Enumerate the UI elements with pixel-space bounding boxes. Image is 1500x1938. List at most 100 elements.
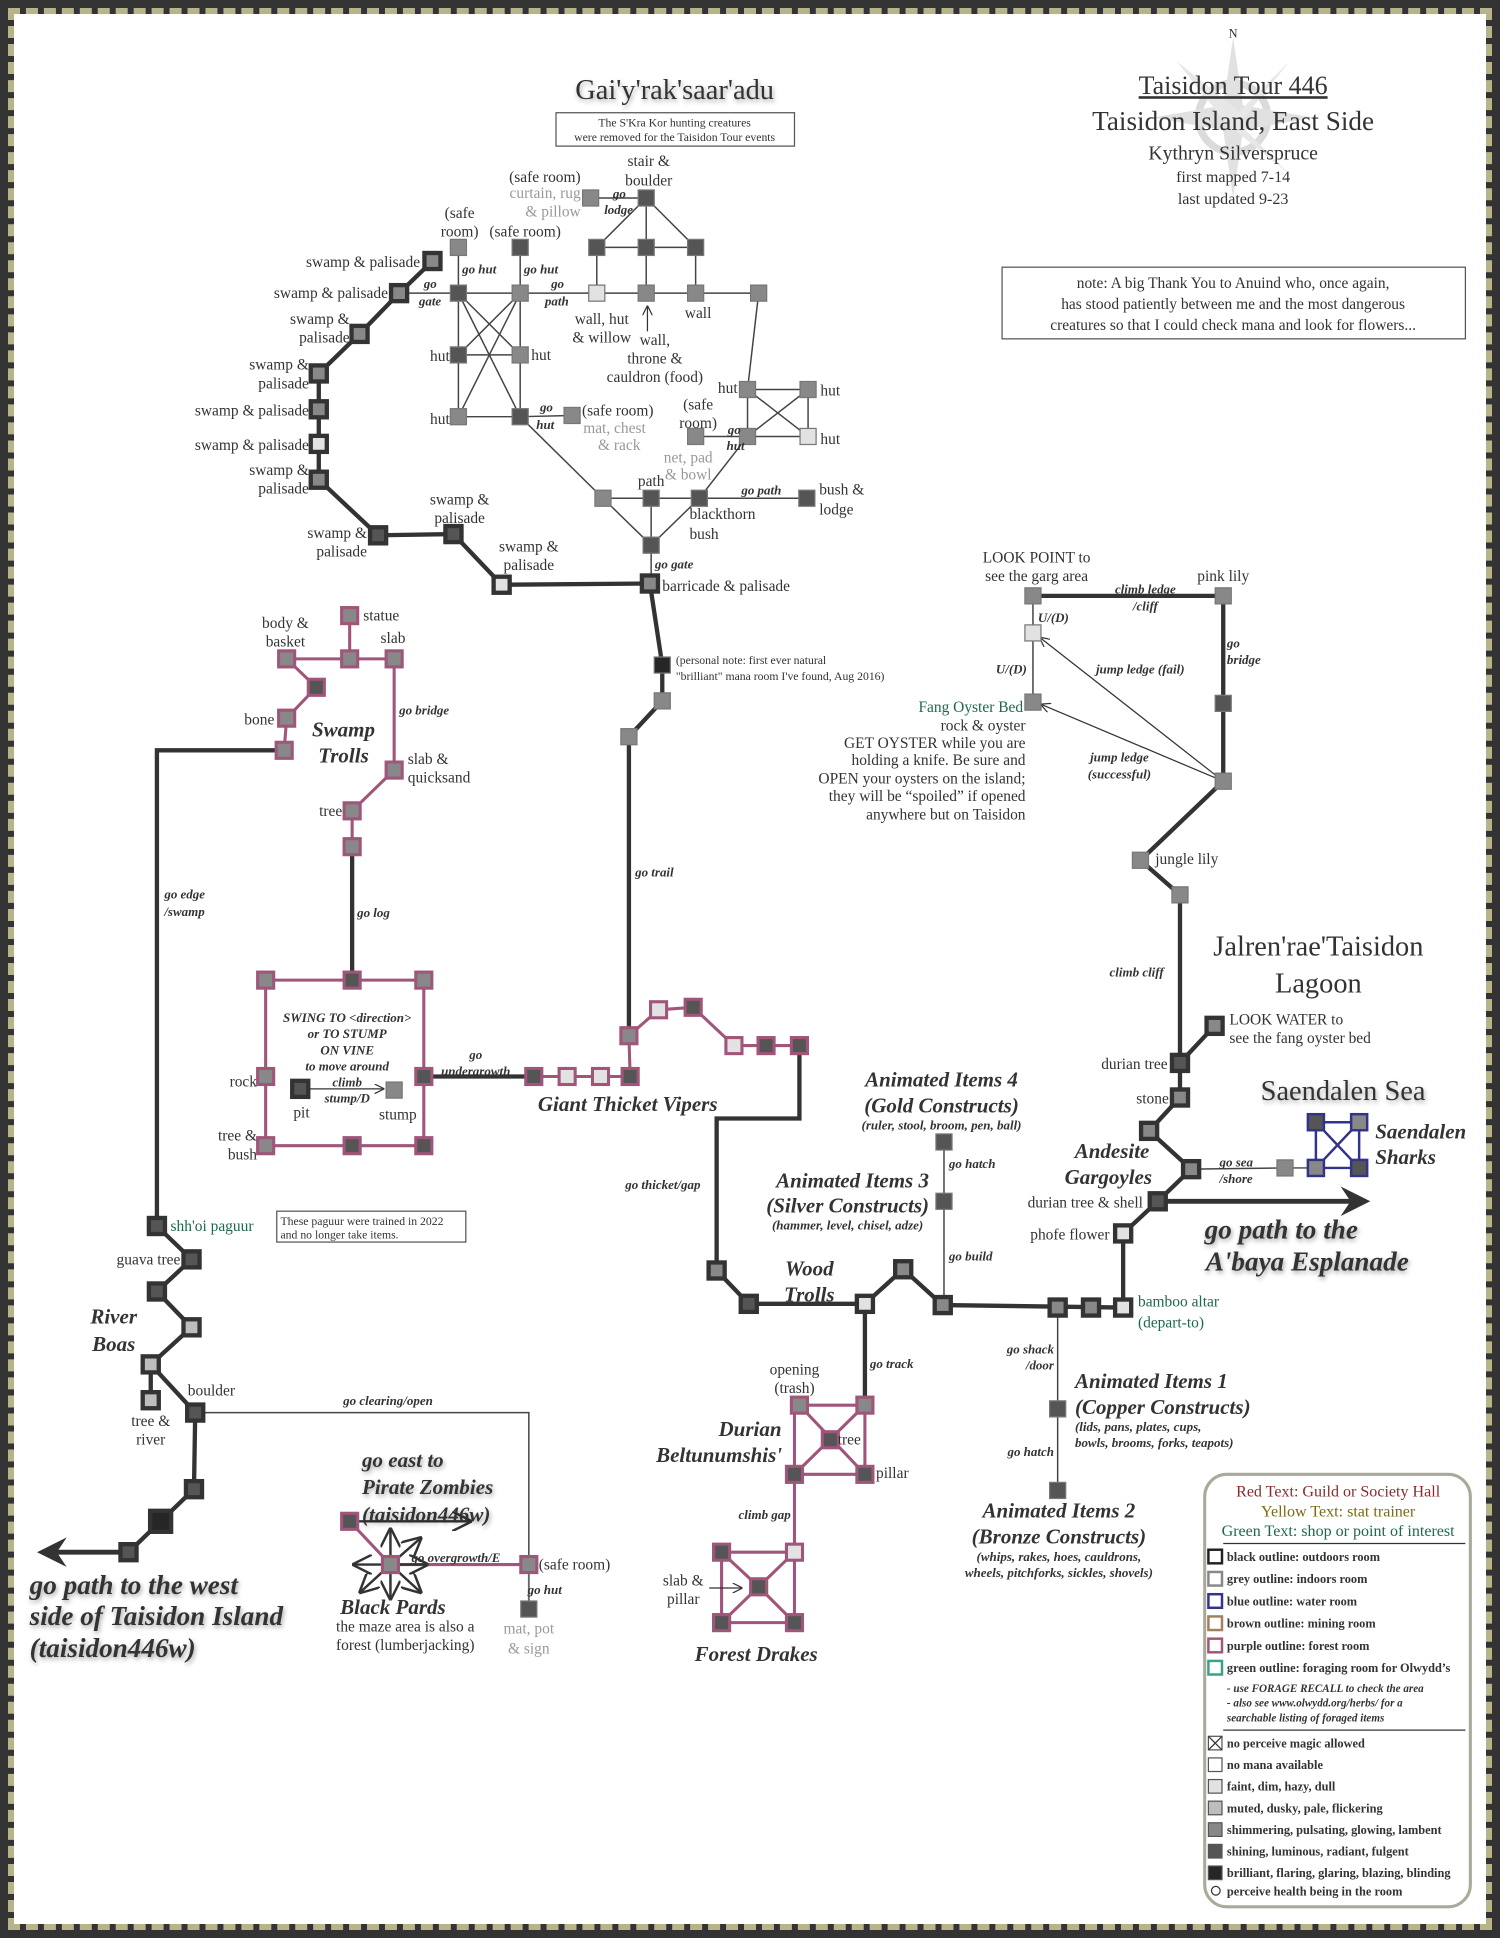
map-room[interactable]	[306, 677, 326, 697]
map-room[interactable]	[1049, 1400, 1067, 1418]
map-room[interactable]	[1080, 1297, 1102, 1318]
map-room[interactable]	[449, 346, 468, 364]
map-room[interactable]	[932, 1294, 953, 1316]
map-room[interactable]	[367, 525, 389, 546]
exit-esplanade-label[interactable]: go path to the	[1204, 1214, 1358, 1244]
map-room[interactable]	[1349, 1112, 1369, 1132]
map-room[interactable]	[422, 250, 443, 272]
map-room[interactable]	[686, 427, 705, 446]
map-room[interactable]	[784, 1464, 805, 1484]
map-room[interactable]	[449, 284, 468, 302]
map-room[interactable]	[590, 1066, 611, 1087]
map-room[interactable]	[738, 380, 757, 399]
map-room[interactable]	[750, 284, 768, 302]
map-room[interactable]	[686, 238, 705, 257]
map-room[interactable]	[449, 238, 468, 257]
map-room[interactable]	[256, 1066, 276, 1087]
map-room[interactable]	[749, 1577, 769, 1597]
exit-pirate-label[interactable]: go east to	[361, 1448, 444, 1472]
map-room[interactable]	[340, 1511, 360, 1531]
map-room[interactable]	[724, 1036, 744, 1056]
map-room[interactable]	[1214, 772, 1232, 790]
map-room[interactable]	[789, 1395, 809, 1415]
map-room[interactable]	[798, 489, 816, 507]
map-room[interactable]	[1180, 1158, 1202, 1180]
map-room[interactable]	[563, 406, 581, 425]
map-room[interactable]	[642, 536, 660, 554]
map-room[interactable]	[854, 1293, 876, 1315]
map-room[interactable]	[342, 837, 362, 857]
map-room[interactable]	[147, 1508, 174, 1534]
map-room[interactable]	[1171, 886, 1189, 904]
map-room[interactable]	[146, 1281, 168, 1302]
map-room[interactable]	[712, 1542, 732, 1562]
map-room[interactable]	[756, 1036, 776, 1056]
map-room[interactable]	[712, 1613, 732, 1633]
map-room[interactable]	[1204, 1015, 1225, 1037]
map-room[interactable]	[511, 284, 529, 302]
map-room[interactable]	[799, 427, 817, 446]
map-room[interactable]	[686, 284, 705, 302]
map-room[interactable]	[637, 284, 655, 302]
map-room[interactable]	[385, 1081, 403, 1099]
map-room[interactable]	[855, 1395, 875, 1415]
map-room[interactable]	[342, 801, 362, 821]
map-room[interactable]	[277, 649, 297, 669]
map-room[interactable]	[557, 1066, 577, 1087]
map-room[interactable]	[342, 1136, 362, 1156]
map-room[interactable]	[738, 427, 757, 446]
map-room[interactable]	[581, 189, 600, 207]
map-room[interactable]	[414, 1066, 434, 1087]
map-room[interactable]	[1306, 1112, 1326, 1132]
map-room[interactable]	[620, 728, 638, 746]
map-room[interactable]	[820, 1430, 840, 1450]
map-room[interactable]	[1112, 1297, 1134, 1318]
map-room[interactable]	[511, 346, 529, 364]
map-room[interactable]	[308, 363, 329, 384]
map-room[interactable]	[1349, 1158, 1369, 1178]
map-room[interactable]	[1024, 693, 1042, 711]
map-room[interactable]	[443, 523, 464, 545]
map-room[interactable]	[520, 1600, 538, 1618]
map-room[interactable]	[388, 282, 410, 304]
map-room[interactable]	[414, 1136, 434, 1156]
map-room[interactable]	[653, 656, 671, 674]
map-room[interactable]	[738, 1293, 759, 1315]
exit-esplanade-label[interactable]: A'baya Esplanade	[1204, 1246, 1409, 1276]
map-room[interactable]	[140, 1390, 161, 1411]
map-room[interactable]	[588, 238, 606, 257]
map-room[interactable]	[185, 1402, 206, 1423]
map-room[interactable]	[308, 469, 329, 490]
map-room[interactable]	[637, 189, 655, 207]
map-room[interactable]	[1169, 1087, 1191, 1108]
exit-west-label[interactable]: side of Taisidon Island	[29, 1601, 284, 1631]
map-room[interactable]	[1047, 1297, 1068, 1318]
map-room[interactable]	[639, 573, 661, 594]
exit-west-label[interactable]: go path to the west	[29, 1570, 240, 1600]
map-room[interactable]	[935, 1133, 953, 1151]
map-room[interactable]	[653, 692, 671, 710]
map-room[interactable]	[594, 489, 612, 507]
map-room[interactable]	[855, 1464, 875, 1484]
map-room[interactable]	[637, 238, 655, 257]
map-room[interactable]	[706, 1260, 727, 1281]
map-room[interactable]	[799, 380, 817, 399]
map-room[interactable]	[491, 574, 512, 595]
map-room[interactable]	[1131, 851, 1150, 869]
map-room[interactable]	[784, 1613, 805, 1633]
exit-pirate-label[interactable]: (taisidon446w)	[362, 1502, 490, 1526]
map-room[interactable]	[524, 1066, 544, 1087]
map-room[interactable]	[414, 970, 434, 990]
map-room[interactable]	[380, 1554, 401, 1575]
map-room[interactable]	[183, 1478, 205, 1500]
map-room[interactable]	[181, 1317, 202, 1338]
map-room[interactable]	[181, 1249, 202, 1270]
map-room[interactable]	[893, 1259, 914, 1280]
map-room[interactable]	[935, 1192, 953, 1210]
map-room[interactable]	[274, 740, 294, 760]
map-room[interactable]	[146, 1215, 168, 1237]
map-room[interactable]	[349, 323, 370, 345]
map-room[interactable]	[619, 1026, 639, 1046]
map-room[interactable]	[308, 399, 329, 420]
map-room[interactable]	[340, 606, 360, 626]
